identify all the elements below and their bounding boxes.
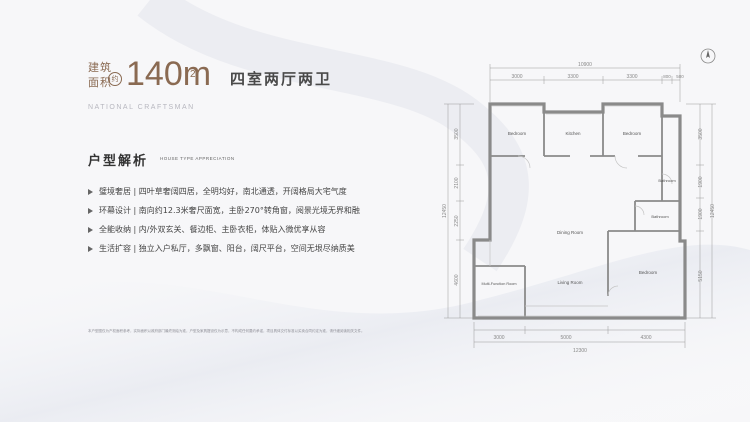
dim-left-total: 12450: [442, 204, 448, 218]
dim-right-seg: 1900: [698, 208, 704, 219]
room-label-kitchen: Kitchen: [565, 131, 581, 136]
section-subtitle: HOUSE TYPE APPRECIATION: [160, 156, 235, 161]
feature-item: 生活扩容 | 独立入户私厅，多飘窗、阳台，阔尺平台，空间无垠尽纳质美: [88, 239, 418, 258]
floor-plan: 10900 3000 3300 3300 800 500 12450 3500 …: [442, 62, 716, 354]
feature-text: 生活扩容 | 独立入户私厅，多飘窗、阳台，阔尺平台，空间无垠尽纳质美: [99, 244, 355, 253]
triangle-bullet-icon: [88, 188, 93, 195]
approx-badge: 约: [108, 72, 122, 86]
dim-bottom-seg: 5000: [560, 335, 571, 341]
triangle-bullet-icon: [88, 245, 93, 252]
dim-top-seg: 3300: [626, 74, 637, 80]
room-label-bathroom: Bathroom: [658, 178, 676, 183]
room-label-master-bedroom: Bedroom: [639, 270, 658, 275]
room-label-bedroom: Bedroom: [623, 131, 642, 136]
dim-left-seg: 2250: [454, 215, 460, 226]
feature-item: 全能收纳 | 内/外双玄关、餐边柜、主卧衣柜，体贴入微优享从容: [88, 220, 418, 239]
room-label-multi: Multi-Function Room: [481, 282, 516, 286]
dim-bottom-seg: 3000: [493, 335, 504, 341]
dim-bottom-total: 12300: [573, 348, 587, 354]
disclaimer: 本户型图仅为产权面积参考，实际面积以政府部门最终测绘为准，户型及家具摆设仅为示意…: [88, 329, 365, 333]
dim-right-seg: 1900: [698, 176, 704, 187]
feature-list: 璧境奢居 | 四叶草奢阔四居，全明均好，南北通透，开阔格局大宅气度 环幕设计 |…: [88, 182, 418, 258]
dim-bottom-seg: 4300: [640, 335, 651, 341]
room-label-living: Living Room: [557, 280, 582, 285]
area-value-text: 140m: [126, 55, 212, 93]
room-label-bedroom: Bedroom: [508, 131, 527, 136]
dim-left-seg: 4600: [454, 274, 460, 285]
dim-top-seg: 3300: [567, 74, 578, 80]
dim-top-seg: 500: [676, 74, 684, 79]
room-label-bathroom: Bathroom: [651, 214, 669, 219]
dim-right-seg: 3500: [698, 128, 704, 139]
triangle-bullet-icon: [88, 207, 93, 214]
feature-item: 环幕设计 | 南向约12.3米奢尺面宽，主卧270°转角窗，阅景光境无界和融: [88, 201, 418, 220]
section-title: 户型解析: [88, 154, 149, 169]
area-label-line2: 面积: [88, 76, 112, 89]
area-unit: 2: [190, 62, 196, 88]
dim-left-seg: 3500: [454, 128, 460, 139]
layout-type: 四室两厅两卫: [230, 70, 333, 88]
dim-left-seg: 2100: [454, 177, 460, 188]
feature-item: 璧境奢居 | 四叶草奢阔四居，全明均好，南北通透，开阔格局大宅气度: [88, 182, 418, 201]
room-label-dining: Dining Room: [557, 230, 583, 235]
triangle-bullet-icon: [88, 226, 93, 233]
dim-top-seg: 3000: [511, 74, 522, 80]
area-label-line1: 建筑: [88, 61, 112, 74]
feature-text: 璧境奢居 | 四叶草奢阔四居，全明均好，南北通透，开阔格局大宅气度: [99, 187, 347, 196]
feature-text: 环幕设计 | 南向约12.3米奢尺面宽，主卧270°转角窗，阅景光境无界和融: [99, 206, 360, 215]
compass-icon: [700, 48, 716, 64]
dim-top-seg: 800: [663, 74, 671, 79]
brand-text: NATIONAL CRAFTSMAN: [88, 104, 195, 111]
feature-text: 全能收纳 | 内/外双玄关、餐边柜、主卧衣柜，体贴入微优享从容: [99, 225, 326, 234]
area-value: 140m: [126, 56, 211, 92]
dim-right-total: 12450: [710, 204, 716, 218]
dim-right-seg: 5150: [698, 270, 704, 281]
dim-top-total: 10900: [578, 62, 592, 68]
area-label: 建筑 面积: [88, 60, 122, 90]
area-unit-sup: 2: [190, 69, 196, 80]
